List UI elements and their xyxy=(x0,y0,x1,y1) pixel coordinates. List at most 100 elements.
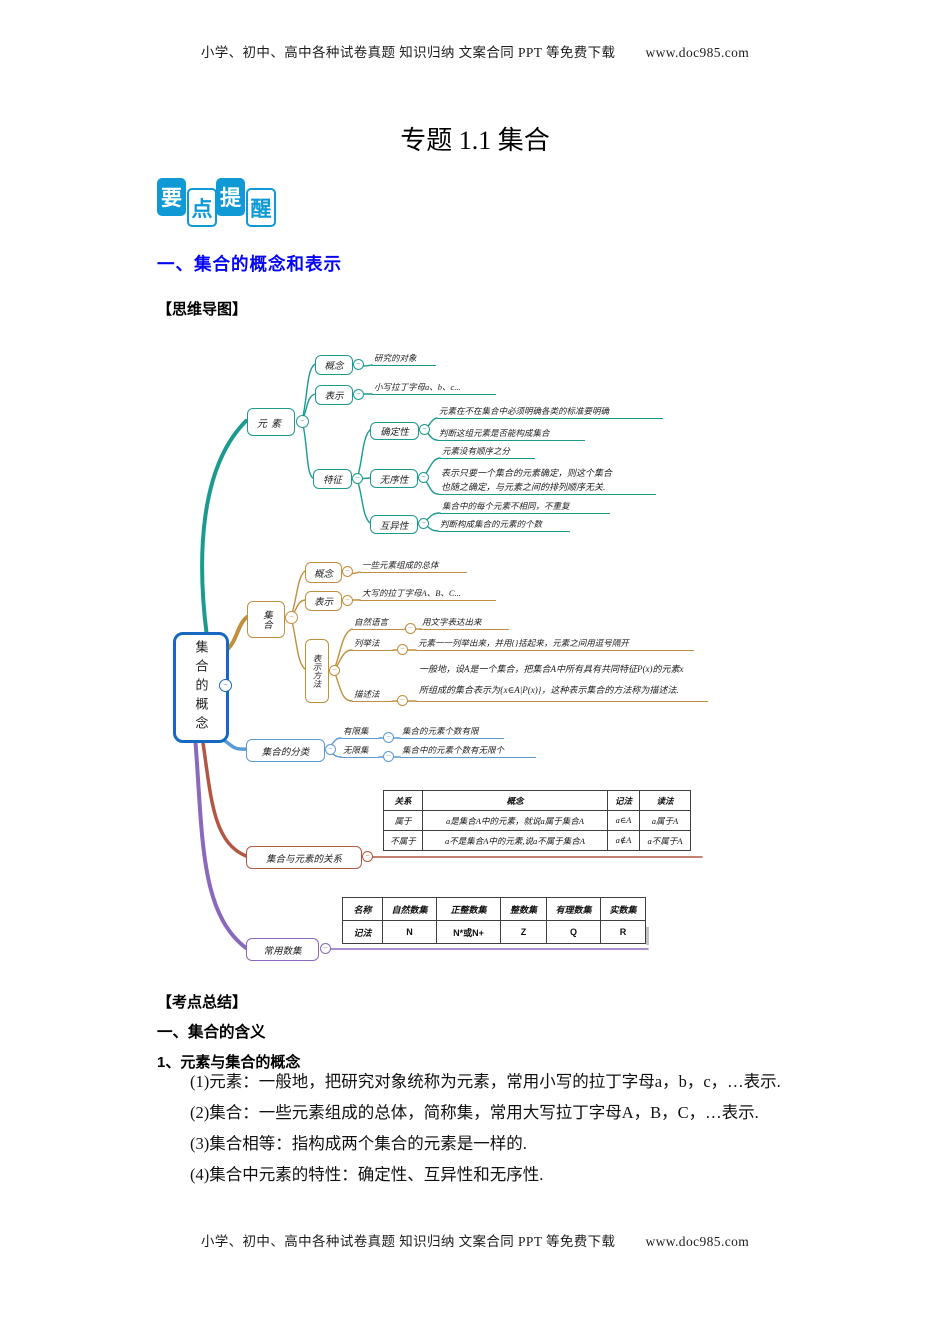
collapse-minus-icon xyxy=(320,943,331,954)
footer-url: www.doc985.com xyxy=(645,1234,750,1249)
number-sets-header: 实数集 xyxy=(600,897,646,921)
relation-table-header: 概念 xyxy=(422,790,608,811)
collapse-minus-icon xyxy=(353,359,364,370)
relation-table-cell: a不是集合A中的元素,说a不属于集合A xyxy=(422,830,608,851)
relation-table-cell: a∈A xyxy=(607,810,640,831)
leaf-element-notation: 小写拉丁字母a、b、c... xyxy=(372,381,496,395)
collapse-minus-icon xyxy=(418,472,429,483)
label-listing-method: 列举法 xyxy=(352,637,393,651)
paragraph-set-equality: (3)集合相等：指构成两个集合的元素是一样的. xyxy=(190,1134,527,1153)
number-sets-table: 名称 自然数集 正整数集 整数集 有理数集 实数集 记法 N N*或N+ Z Q… xyxy=(342,897,646,944)
node-element-features: 特征 xyxy=(313,469,352,489)
collapse-minus-icon xyxy=(397,644,408,655)
leaf-element-concept: 研究的对象 xyxy=(372,352,436,366)
relation-table-header: 记法 xyxy=(607,790,640,811)
leaf-certainty-1: 元素在不在集合中必须明确各类的标准要明确 xyxy=(437,405,663,419)
node-set: 集合 xyxy=(247,601,285,638)
collapse-minus-icon xyxy=(383,751,394,762)
page-footer: 小学、初中、高中各种试卷真题 知识归纳 文案合同 PPT 等免费下载 www.do… xyxy=(0,1230,950,1250)
label-natural-language: 自然语言 xyxy=(352,616,405,630)
number-sets-header: 名称 xyxy=(342,897,383,921)
badge-char-4: 醒 xyxy=(246,188,276,227)
label-description-method: 描述法 xyxy=(352,688,393,702)
collapse-minus-icon xyxy=(296,415,309,428)
footer-text: 小学、初中、高中各种试卷真题 知识归纳 文案合同 PPT 等免费下载 xyxy=(200,1234,616,1249)
label-finite-set: 有限集 xyxy=(341,725,379,739)
collapse-minus-icon xyxy=(352,473,363,484)
leaf-set-notation: 大写的拉丁字母A、B、C... xyxy=(360,587,496,601)
paragraph-element-properties: (4)集合中元素的特性：确定性、互异性和无序性. xyxy=(190,1165,544,1184)
number-sets-cell: Q xyxy=(546,920,601,944)
node-distinct: 互异性 xyxy=(370,515,418,534)
node-set-notation: 表示 xyxy=(305,591,342,611)
collapse-minus-icon xyxy=(285,611,298,624)
number-sets-cell: N*或N+ xyxy=(436,920,501,944)
relation-table-cell: a是集合A中的元素，就说a属于集合A xyxy=(422,810,608,831)
number-sets-cell: Z xyxy=(500,920,547,944)
summary-paragraphs: (1)元素：一般地，把研究对象统称为元素，常用小写的拉丁字母a，b，c，…表示.… xyxy=(157,1066,805,1190)
mindmap-label: 【思维导图】 xyxy=(157,301,248,318)
leaf-unordered-2-line2: 也随之确定，与元素之间的排列顺序无关. xyxy=(441,482,606,492)
collapse-minus-icon xyxy=(405,623,416,634)
collapse-minus-icon xyxy=(418,518,429,529)
collapse-minus-icon xyxy=(219,679,232,692)
leaf-listing-method: 元素一一列举出来，并用{}括起来，元素之间用逗号隔开 xyxy=(416,637,694,651)
leaf-set-concept: 一些元素组成的总体 xyxy=(360,559,467,573)
badge-char-2: 点 xyxy=(187,188,217,227)
leaf-natural-language: 用文字表达出来 xyxy=(420,616,509,630)
header-url: www.doc985.com xyxy=(645,45,750,60)
leaf-description-line2: 所组成的集合表示为{x∈A|P(x)}，这种表示集合的方法称为描述法. xyxy=(419,685,679,695)
number-sets-cell: R xyxy=(600,920,646,944)
number-sets-cell: N xyxy=(382,920,437,944)
summary-label: 【考点总结】 xyxy=(157,994,248,1011)
label-infinite-set: 无限集 xyxy=(341,744,379,758)
badge-char-3: 提 xyxy=(216,178,245,216)
node-element-set-relation: 集合与元素的关系 xyxy=(246,846,362,869)
leaf-distinct-1: 集合中的每个元素不相同，不重复 xyxy=(440,500,610,514)
node-certainty: 确定性 xyxy=(370,422,419,440)
number-sets-header: 自然数集 xyxy=(382,897,437,921)
summary-heading: 一、集合的含义 xyxy=(157,1024,266,1041)
paragraph-element: (1)元素：一般地，把研究对象统称为元素，常用小写的拉丁字母a，b，c，…表示. xyxy=(190,1072,781,1091)
collapse-minus-icon xyxy=(383,732,394,743)
relation-table-cell: a属于A xyxy=(639,810,691,831)
node-element: 元素 xyxy=(247,408,295,436)
node-element-concept: 概念 xyxy=(315,355,353,375)
collapse-minus-icon xyxy=(362,851,373,862)
leaf-distinct-2: 判断构成集合的元素的个数 xyxy=(438,518,570,532)
leaf-description-line1: 一般地，设A是一个集合，把集合A中所有具有共同特征P(x)的元素x xyxy=(419,664,684,674)
summary-subheading: 1、元素与集合的概念 xyxy=(157,1054,301,1071)
relation-table-header: 读法 xyxy=(639,790,691,811)
collapse-minus-icon xyxy=(397,695,408,706)
leaf-infinite-set: 集合中的元素个数有无限个 xyxy=(400,744,536,758)
relation-table-cell: a不属于A xyxy=(639,830,691,851)
node-representation-methods: 表示方法 xyxy=(305,639,329,703)
number-sets-cell: 记法 xyxy=(342,920,383,944)
relation-table: 关系 概念 记法 读法 属于 a是集合A中的元素，就说a属于集合A a∈A a属… xyxy=(383,790,691,851)
collapse-minus-icon xyxy=(353,389,364,400)
collapse-minus-icon xyxy=(329,665,340,676)
relation-table-header: 关系 xyxy=(383,790,423,811)
node-set-concept: 概念 xyxy=(305,562,342,583)
leaf-finite-set: 集合的元素个数有限 xyxy=(400,725,504,739)
collapse-minus-icon xyxy=(325,744,336,755)
page-header: 小学、初中、高中各种试卷真题 知识归纳 文案合同 PPT 等免费下载 www.do… xyxy=(0,41,950,61)
page-title: 专题 1.1 集合 xyxy=(400,126,550,155)
node-unordered: 无序性 xyxy=(370,469,418,488)
collapse-minus-icon xyxy=(419,424,430,435)
leaf-certainty-2: 判断这组元素是否能构成集合 xyxy=(437,427,585,441)
header-text: 小学、初中、高中各种试卷真题 知识归纳 文案合同 PPT 等免费下载 xyxy=(200,45,616,60)
leaf-unordered-2: 表示只要一个集合的元素确定，则这个集合 也随之确定，与元素之间的排列顺序无关. xyxy=(438,466,656,495)
number-sets-header: 整数集 xyxy=(500,897,547,921)
collapse-minus-icon xyxy=(342,566,353,577)
relation-table-cell: 不属于 xyxy=(383,830,423,851)
relation-table-cell: a∉A xyxy=(607,830,640,851)
badge-char-1: 要 xyxy=(157,178,186,216)
node-classification: 集合的分类 xyxy=(246,739,325,762)
node-element-notation: 表示 xyxy=(315,385,353,405)
leaf-description-method: 一般地，设A是一个集合，把集合A中所有具有共同特征P(x)的元素x 所组成的集合… xyxy=(416,658,708,702)
leaf-unordered-1: 元素没有顺序之分 xyxy=(440,445,535,459)
number-sets-header: 正整数集 xyxy=(436,897,501,921)
relation-table-cell: 属于 xyxy=(383,810,423,831)
paragraph-set: (2)集合：一些元素组成的总体，简称集，常用大写拉丁字母A，B，C，…表示. xyxy=(190,1103,759,1122)
